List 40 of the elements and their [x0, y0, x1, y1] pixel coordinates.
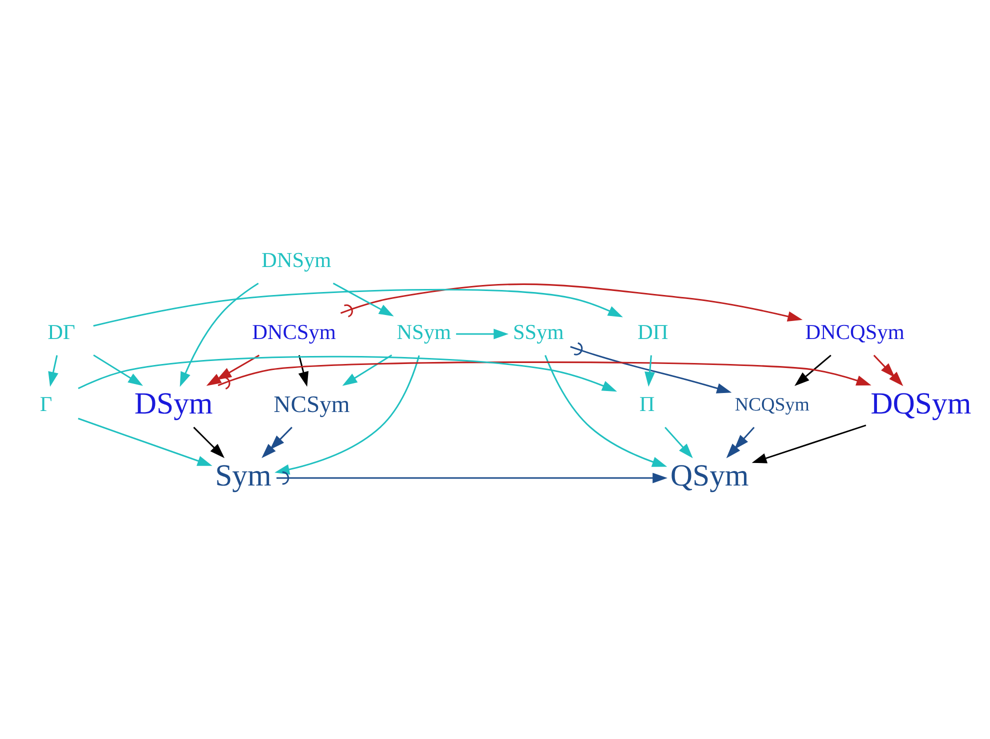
node-text: DQSym: [870, 386, 972, 420]
arrow: [193, 426, 225, 458]
arrow: [262, 426, 292, 458]
node-text: NSym: [396, 320, 452, 344]
node-text: DSym: [134, 386, 213, 420]
node-text: SSym: [512, 320, 564, 344]
arrow: [298, 354, 308, 386]
node-text: DNSym: [262, 248, 332, 272]
arrow: [644, 354, 655, 386]
arrow: [78, 355, 618, 392]
arrow: [794, 354, 832, 386]
arrow: [340, 282, 803, 322]
node-text: DNCSym: [252, 320, 336, 344]
node-text: NCSym: [274, 391, 350, 418]
arrow: [276, 470, 668, 484]
arrow: [570, 342, 732, 393]
arrow: [456, 328, 509, 339]
arrow: [78, 417, 212, 466]
node-text: DNCQSym: [805, 320, 904, 344]
arrow: [873, 354, 904, 386]
arrow: [48, 354, 58, 386]
node-text: Γ: [40, 392, 52, 416]
node-text: Sym: [215, 458, 272, 492]
arrow: [332, 282, 394, 316]
node-text: Π: [639, 392, 655, 416]
arrow: [93, 288, 623, 326]
arrow: [180, 282, 259, 386]
arrow: [206, 354, 260, 386]
arrow: [752, 424, 866, 463]
arrow: [93, 354, 144, 386]
node-text: DΠ: [638, 320, 668, 344]
arrow: [726, 426, 755, 458]
arrow: [218, 360, 872, 389]
arrow: [342, 354, 392, 386]
arrow: [544, 354, 668, 466]
arrow: [664, 426, 693, 458]
arrow: [274, 354, 420, 474]
node-text: DΓ: [48, 320, 76, 344]
node-text: NCQSym: [734, 394, 810, 415]
node-text: QSym: [670, 458, 749, 492]
